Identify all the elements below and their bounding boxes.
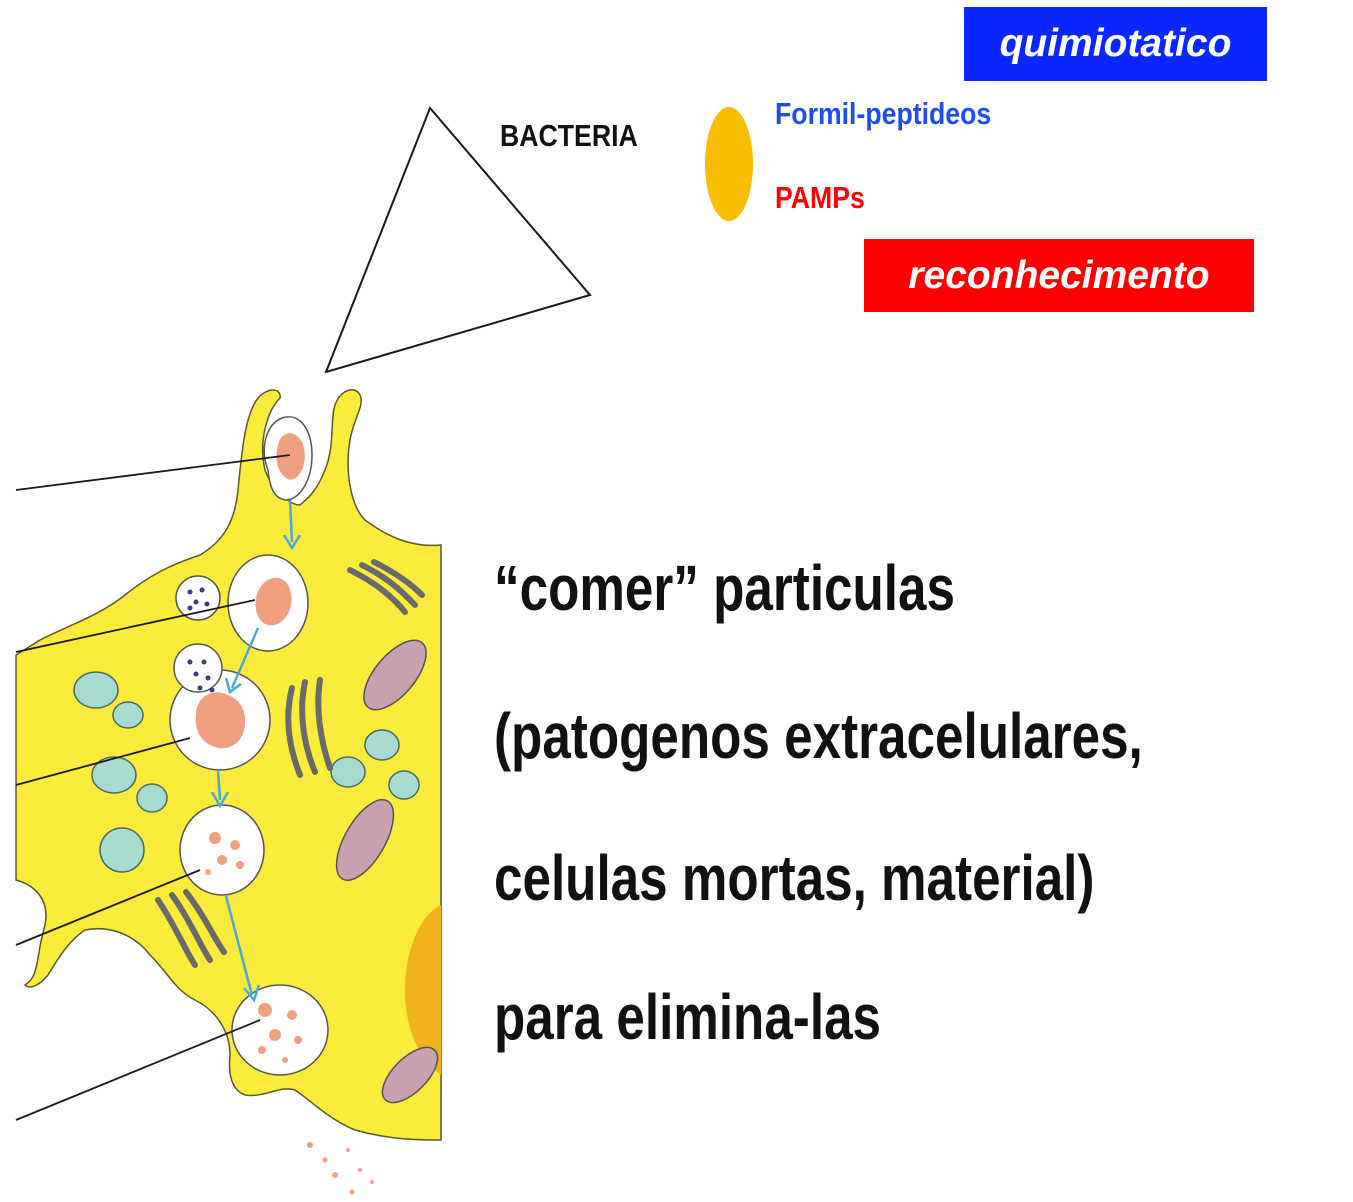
- expelled-debris: [307, 1142, 374, 1195]
- description-line-1: “comer” particulas: [494, 556, 955, 620]
- bacteria-label: BACTERIA: [500, 118, 638, 154]
- lysosome-2: [174, 644, 222, 693]
- phagosome-5: [232, 985, 328, 1075]
- formil-peptideos-label: Formil-peptideos: [775, 96, 991, 132]
- phagosome-4: [180, 805, 264, 895]
- pamps-label: PAMPs: [775, 180, 865, 216]
- description-line-4: para elimina-las: [494, 985, 881, 1049]
- reconhecimento-tag: reconhecimento: [864, 239, 1254, 312]
- description-line-3: celulas mortas, material): [494, 846, 1094, 910]
- quimiotatico-tag: quimiotatico: [964, 7, 1267, 81]
- bacteria-shape: [705, 107, 753, 221]
- lysosome-1: [176, 576, 220, 620]
- phagosome-1: [264, 417, 312, 500]
- description-line-2: (patogenos extracelulares,: [494, 704, 1143, 768]
